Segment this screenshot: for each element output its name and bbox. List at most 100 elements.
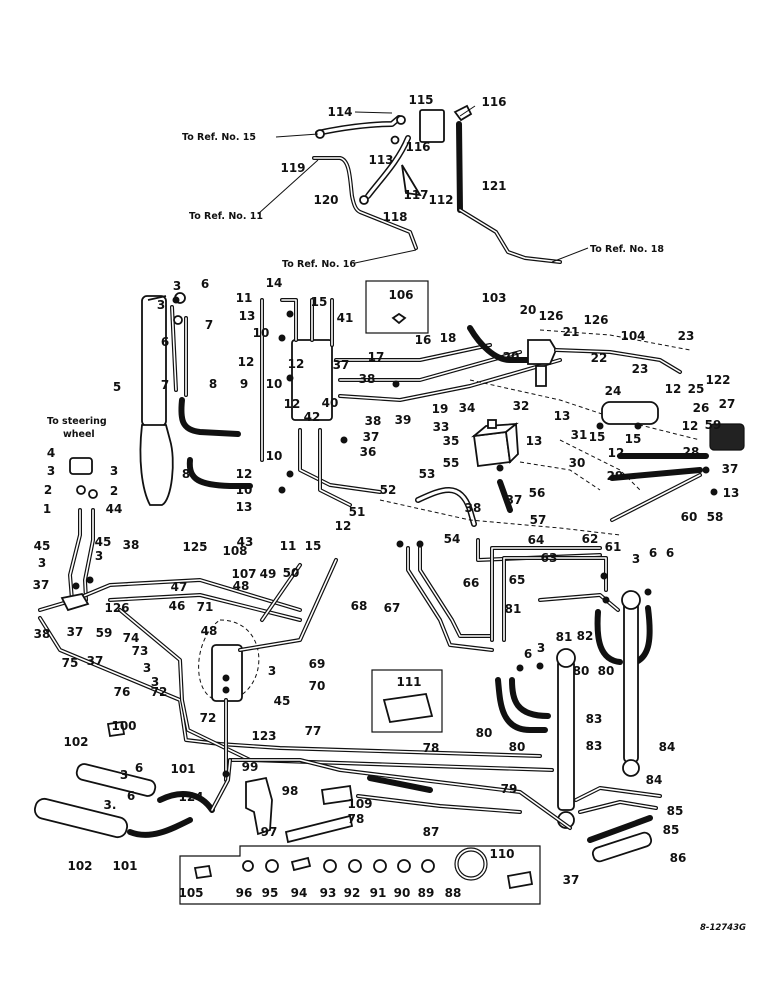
- callout-number: 31: [571, 428, 588, 442]
- callout-number: 12: [284, 397, 301, 411]
- callout-number: 3: [173, 279, 181, 293]
- callout-number: 3: [120, 768, 128, 782]
- callout-number: 119: [280, 161, 305, 175]
- callout-number: 90: [394, 886, 411, 900]
- callout-number: 11: [280, 539, 297, 553]
- callout-number: 16: [415, 333, 432, 347]
- callout-number: 80: [509, 740, 526, 754]
- callout-number: 3: [157, 298, 165, 312]
- callout-number: 91: [370, 886, 387, 900]
- fitting-106-icon: [391, 312, 407, 325]
- callout-number: 126: [583, 313, 608, 327]
- cylinder-102-upper-icon: [75, 763, 157, 797]
- callout-number: 46: [169, 599, 186, 613]
- callout-number: 8: [182, 467, 190, 481]
- callout-number: 10: [266, 449, 283, 463]
- callout-number: 38: [359, 372, 376, 386]
- clip-94-icon: [290, 856, 312, 872]
- callout-number: 9: [240, 377, 248, 391]
- callout-number: 15: [589, 430, 606, 444]
- callout-number: 30: [569, 456, 586, 470]
- callout-number: 62: [582, 532, 599, 546]
- callout-number: 102: [67, 859, 92, 873]
- callout-number: 93: [320, 886, 337, 900]
- callout-number: 94: [291, 886, 308, 900]
- callout-number: 45: [34, 539, 51, 553]
- callout-number: 82: [577, 629, 594, 643]
- callout-number: 122: [705, 373, 730, 387]
- callout-number: 37: [333, 358, 350, 372]
- callout-number: 7: [205, 318, 213, 332]
- callout-number: 20: [503, 350, 520, 364]
- callout-number: 37: [363, 430, 380, 444]
- callout-number: 56: [529, 486, 546, 500]
- callout-number: 6: [649, 546, 657, 560]
- callout-number: 15: [305, 539, 322, 553]
- bracket-98-icon: [245, 776, 273, 836]
- callout-number: 3: [268, 664, 276, 678]
- cylinder-83-right-icon: [623, 601, 639, 763]
- callout-number: 6: [201, 277, 209, 291]
- callout-number: 8: [209, 377, 217, 391]
- note-to-steering-line1: To steering: [47, 416, 107, 427]
- callout-number: 110: [489, 847, 514, 861]
- callout-number: 2: [110, 484, 118, 498]
- callout-number: 88: [445, 886, 462, 900]
- callout-number: 80: [476, 726, 493, 740]
- callout-number: 36: [360, 445, 377, 459]
- callout-number: 78: [423, 741, 440, 755]
- callout-number: 12: [682, 419, 699, 433]
- callout-number: 12: [236, 467, 253, 481]
- callout-number: 73: [132, 644, 149, 658]
- callout-number: 18: [440, 331, 457, 345]
- callout-number: 78: [348, 812, 365, 826]
- note-to-ref-11: To Ref. No. 11: [189, 211, 263, 222]
- plate-110-icon: [506, 870, 534, 890]
- note-to-ref-18: To Ref. No. 18: [590, 244, 664, 255]
- hardware-inset-box: [179, 845, 541, 905]
- callout-number: 126: [538, 309, 563, 323]
- callout-number: 53: [419, 467, 436, 481]
- callout-number: 37: [563, 873, 580, 887]
- callout-number: 86: [670, 851, 687, 865]
- callout-number: 39: [395, 413, 412, 427]
- callout-number: 85: [663, 823, 680, 837]
- callout-number: 107: [231, 567, 256, 581]
- callout-number: 75: [62, 656, 79, 670]
- callout-number: 55: [443, 456, 460, 470]
- callout-number: 6: [524, 647, 532, 661]
- callout-number: 38: [465, 501, 482, 515]
- callout-number: 83: [586, 712, 603, 726]
- cylinder-86-icon: [591, 831, 653, 863]
- left-cylinder-group: [139, 292, 264, 506]
- callout-number: 116: [405, 140, 430, 154]
- callout-number: 51: [349, 505, 366, 519]
- callout-number: 76: [114, 685, 131, 699]
- bottom-left-cylinders: [33, 758, 232, 839]
- callout-number: 108: [222, 544, 247, 558]
- callout-number: 80: [573, 664, 590, 678]
- callout-number: 85: [667, 804, 684, 818]
- callout-number: 12: [665, 382, 682, 396]
- callout-number: 103: [481, 291, 506, 305]
- callout-number: 37: [506, 493, 523, 507]
- callout-number: 10: [236, 483, 253, 497]
- callout-number: 47: [171, 580, 188, 594]
- callout-number: 3.: [104, 798, 117, 812]
- callout-number: 72: [200, 711, 217, 725]
- cylinder-83-left-icon: [557, 659, 575, 811]
- callout-number: 13: [239, 309, 256, 323]
- cylinder-102-lower-icon: [33, 797, 129, 839]
- callout-number: 37: [722, 462, 739, 476]
- callout-number: 14: [266, 276, 283, 290]
- hose-clamp-88-icon: [454, 847, 488, 881]
- callout-number: 37: [33, 578, 50, 592]
- callout-number: 81: [556, 630, 573, 644]
- callout-number: 3: [95, 549, 103, 563]
- callout-number: 95: [262, 886, 279, 900]
- callout-number: 96: [236, 886, 253, 900]
- callout-number: 81: [505, 602, 522, 616]
- callout-number: 3: [38, 556, 46, 570]
- callout-number: 12: [608, 446, 625, 460]
- callout-number: 28: [683, 445, 700, 459]
